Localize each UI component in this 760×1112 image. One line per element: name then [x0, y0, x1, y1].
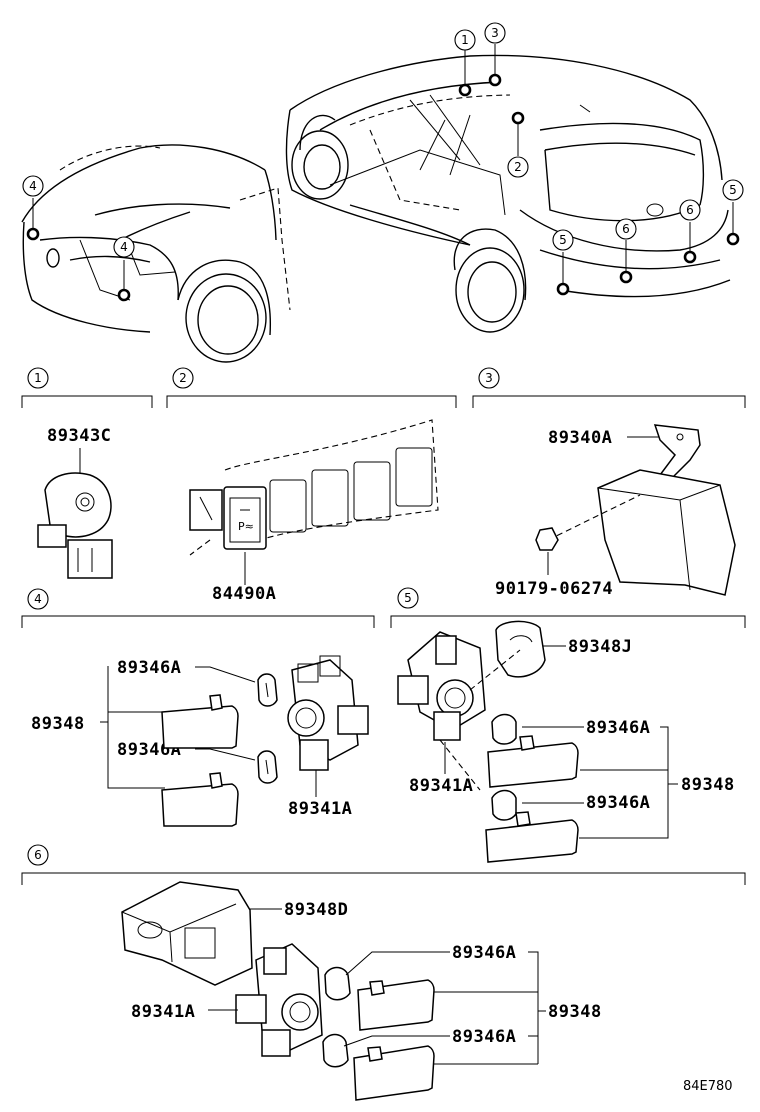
- callout-top-4-center: 4: [113, 236, 135, 258]
- callout-top-2: 2: [507, 156, 529, 178]
- callout-top-4-left: 4: [22, 175, 44, 197]
- svg-text:3: 3: [491, 26, 499, 40]
- section-3-parts: 89340A 90179-06274: [495, 424, 736, 599]
- section-4-bracket: [21, 615, 375, 628]
- part-89346A-s6-upper-label: 89346A: [452, 943, 516, 963]
- section-2-callout: 2: [172, 367, 194, 389]
- sensor-marker: [556, 282, 570, 296]
- sensor-marker: [26, 227, 40, 241]
- front-car-illustration: [21, 144, 291, 363]
- callout-top-1: 1: [454, 29, 476, 51]
- sensor-markers: [26, 73, 740, 302]
- sensor-pad: [357, 979, 435, 1031]
- callout-top-3: 3: [484, 22, 506, 44]
- sensor-pad: [485, 819, 579, 863]
- part-89348-s5-label: 89348: [681, 775, 735, 795]
- section-1-bracket: [21, 395, 153, 408]
- callout-top-5-left: 5: [552, 229, 574, 251]
- sensor-marker: [511, 111, 525, 125]
- part-89348D-label: 89348D: [284, 900, 348, 920]
- svg-text:5: 5: [729, 183, 737, 197]
- top-leaders: [32, 44, 734, 292]
- callout-top-6-left: 6: [615, 218, 637, 240]
- section-1-callout: 1: [27, 367, 49, 389]
- part-89348J-label: 89348J: [568, 637, 632, 657]
- part-89346A-s4-upper-label: 89346A: [117, 658, 181, 678]
- sensor-cover: [495, 620, 546, 678]
- svg-text:3: 3: [485, 371, 493, 385]
- part-89341A-s4-label: 89341A: [288, 799, 352, 819]
- section-5-parts: 89348J 89341A 89346A 89346A 89348: [397, 620, 735, 863]
- svg-text:2: 2: [179, 371, 187, 385]
- section-2-bracket: [166, 395, 457, 408]
- svg-text:P≈: P≈: [238, 520, 254, 533]
- svg-text:5: 5: [404, 591, 412, 605]
- section-3-bracket: [472, 395, 746, 408]
- sensor-pad: [161, 705, 239, 749]
- sensor-marker: [683, 250, 697, 264]
- svg-text:5: 5: [559, 233, 567, 247]
- part-89341A-s5-label: 89341A: [409, 776, 473, 796]
- sensor-marker: [488, 73, 502, 87]
- section-4-parts: 89346A 89346A 89348 89341A: [31, 655, 369, 827]
- sensor-marker: [619, 270, 633, 284]
- rear-car-illustration: [285, 54, 731, 333]
- bolt: [535, 527, 559, 551]
- section-6-parts: 89348D 89341A 89346A 89346A 89348: [121, 881, 602, 1101]
- section-4-callout: 4: [27, 588, 49, 610]
- retainer: [491, 713, 517, 745]
- part-89346A-s6-lower-label: 89346A: [452, 1027, 516, 1047]
- part-90179-06274-label: 90179-06274: [495, 579, 613, 599]
- section-3-callout: 3: [478, 367, 500, 389]
- svg-text:4: 4: [29, 179, 37, 193]
- svg-text:4: 4: [34, 592, 42, 606]
- sensor-marker: [458, 83, 472, 97]
- svg-text:1: 1: [461, 33, 469, 47]
- retainer: [324, 966, 351, 1001]
- sensor-pad: [353, 1045, 435, 1101]
- part-89340A-label: 89340A: [548, 428, 612, 448]
- sensor-pad: [487, 742, 579, 788]
- retainer: [491, 789, 517, 821]
- part-89341A-s6-label: 89341A: [131, 1002, 195, 1022]
- part-84490A-label: 84490A: [212, 584, 276, 604]
- svg-text:4: 4: [120, 240, 128, 254]
- parking-sensor-switch: [223, 486, 267, 550]
- callout-top-6-right: 6: [679, 199, 701, 221]
- svg-text:1: 1: [34, 371, 42, 385]
- clearance-sonar-bracket: [653, 424, 701, 481]
- section-1-parts: 89343C: [37, 426, 113, 579]
- section-5-bracket: [390, 615, 746, 628]
- section-6-bracket: [21, 872, 746, 885]
- svg-text:2: 2: [514, 160, 522, 174]
- part-89348-s6-label: 89348: [548, 1002, 602, 1022]
- part-89346A-s5-upper-label: 89346A: [586, 718, 650, 738]
- svg-text:6: 6: [34, 848, 42, 862]
- callout-top-5-right: 5: [722, 179, 744, 201]
- part-89348-s4-label: 89348: [31, 714, 85, 734]
- retainer: [322, 1033, 349, 1068]
- svg-text:6: 6: [622, 222, 630, 236]
- sensor-pad: [161, 783, 239, 827]
- steering-sensor: [44, 472, 112, 538]
- diagram-code: 84E780: [683, 1079, 733, 1094]
- sensor-bracket: [121, 881, 253, 986]
- clearance-sonar-computer: [597, 469, 736, 596]
- section-2-parts: P≈ 84490A: [189, 419, 439, 604]
- section-5-callout: 5: [397, 587, 419, 609]
- part-89343C-label: 89343C: [47, 426, 111, 446]
- sensor-marker: [117, 288, 131, 302]
- svg-text:6: 6: [686, 203, 694, 217]
- part-89346A-s5-lower-label: 89346A: [586, 793, 650, 813]
- section-6-callout: 6: [27, 844, 49, 866]
- sensor-marker: [726, 232, 740, 246]
